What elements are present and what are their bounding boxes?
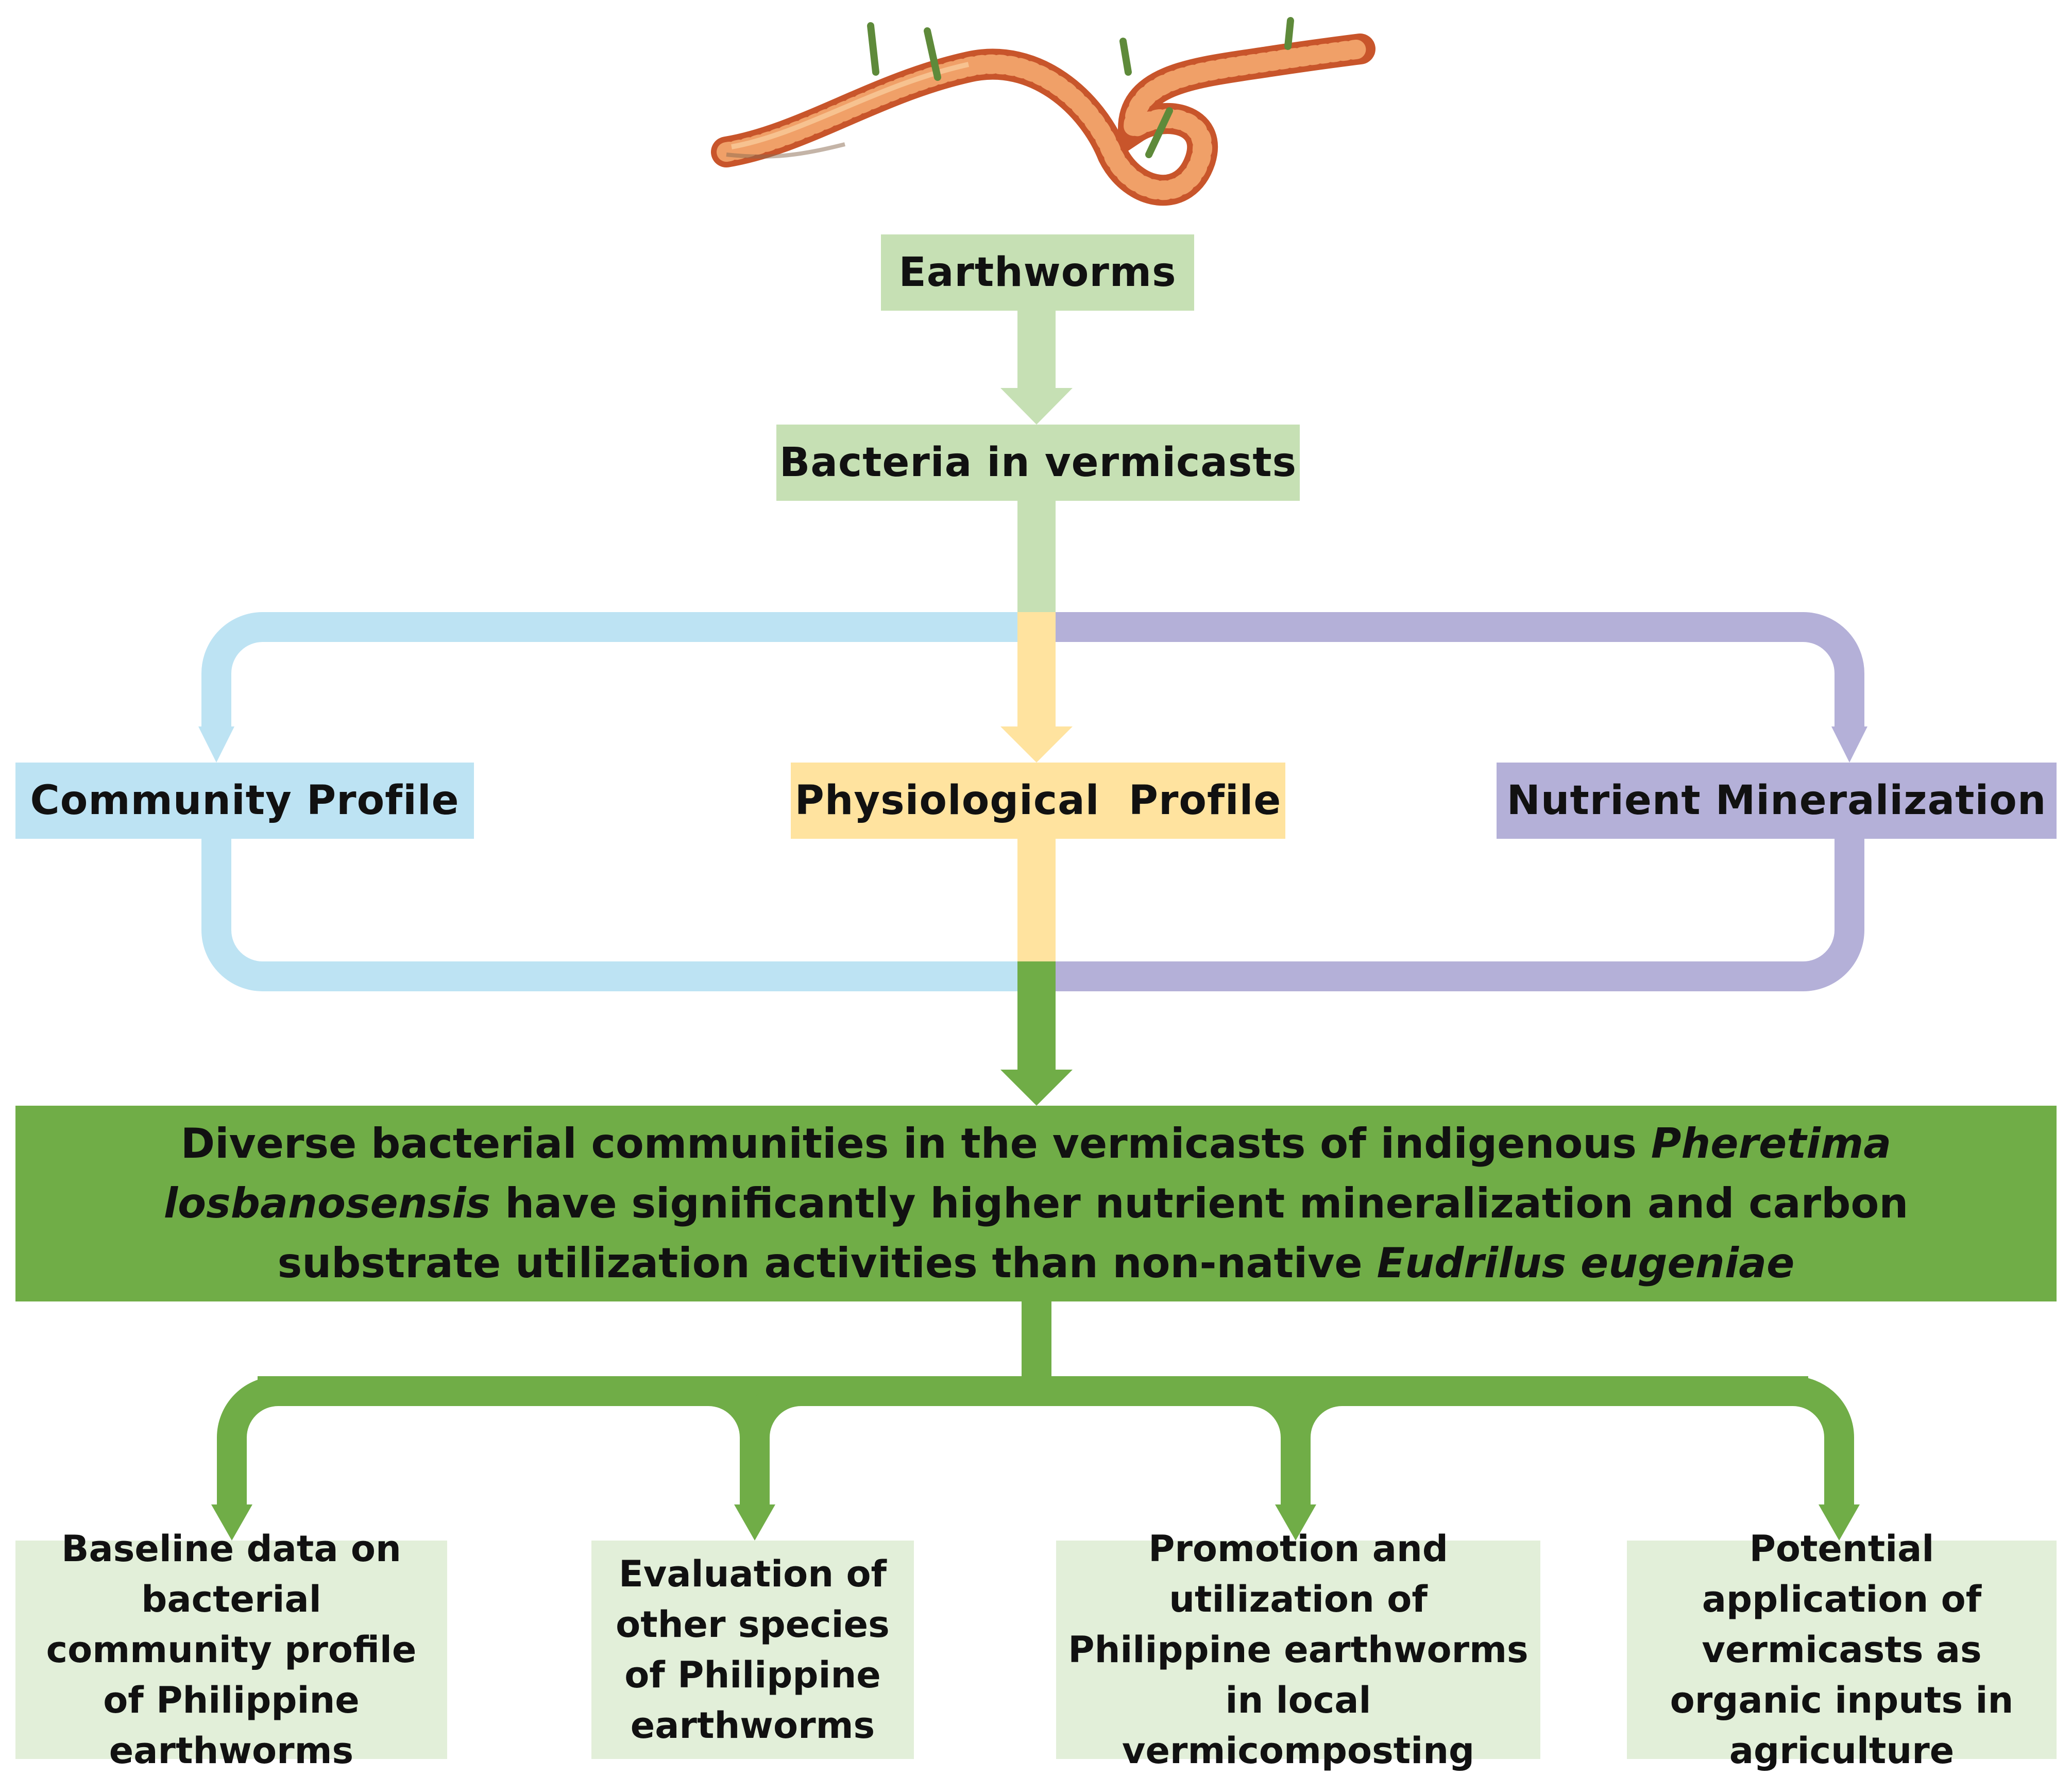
node-community-label: Community Profile (30, 777, 460, 824)
finding-part-2: have significantly higher nutrient miner… (277, 1179, 1909, 1287)
node-bacteria: Bacteria in vermicasts (776, 425, 1300, 501)
outcome-promotion: Promotion and utilization of Philippine … (1056, 1528, 1540, 1772)
node-physiological-profile: Physiological Profile (791, 763, 1285, 839)
outcome-baseline-data: Baseline data on bacterial community pro… (15, 1528, 447, 1772)
finding-part-1: Diverse bacterial communities in the ver… (180, 1120, 1651, 1168)
finding-species-1: Pheretima losbanosensis (163, 1120, 1892, 1227)
node-community-profile: Community Profile (15, 763, 474, 839)
outcome-application: Potential application of vermicasts as o… (1627, 1528, 2057, 1772)
outcome-label: Potential application of vermicasts as o… (1670, 1528, 2014, 1772)
finding-species-2: Eudrilus eugeniae (1377, 1239, 1795, 1287)
outcome-label: Promotion and utilization of Philippine … (1068, 1528, 1528, 1772)
outcome-evaluation: Evaluation of other species of Philippin… (591, 1541, 914, 1759)
node-bacteria-label: Bacteria in vermicasts (779, 439, 1297, 486)
outcome-label: Baseline data on bacterial community pro… (46, 1528, 417, 1772)
node-nutrient-mineralization: Nutrient Mineralization (1497, 763, 2057, 839)
node-earthworms: Earthworms (881, 234, 1194, 311)
node-nutrient-label: Nutrient Mineralization (1506, 777, 2047, 824)
node-earthworms-label: Earthworms (898, 249, 1177, 296)
earthworm-illustration-icon (711, 17, 1375, 206)
node-physiological-label: Physiological Profile (794, 777, 1282, 824)
outcome-label: Evaluation of other species of Philippin… (616, 1553, 890, 1747)
main-finding-text: Diverse bacterial communities in the ver… (15, 1114, 2057, 1293)
main-finding: Diverse bacterial communities in the ver… (15, 1106, 2057, 1301)
